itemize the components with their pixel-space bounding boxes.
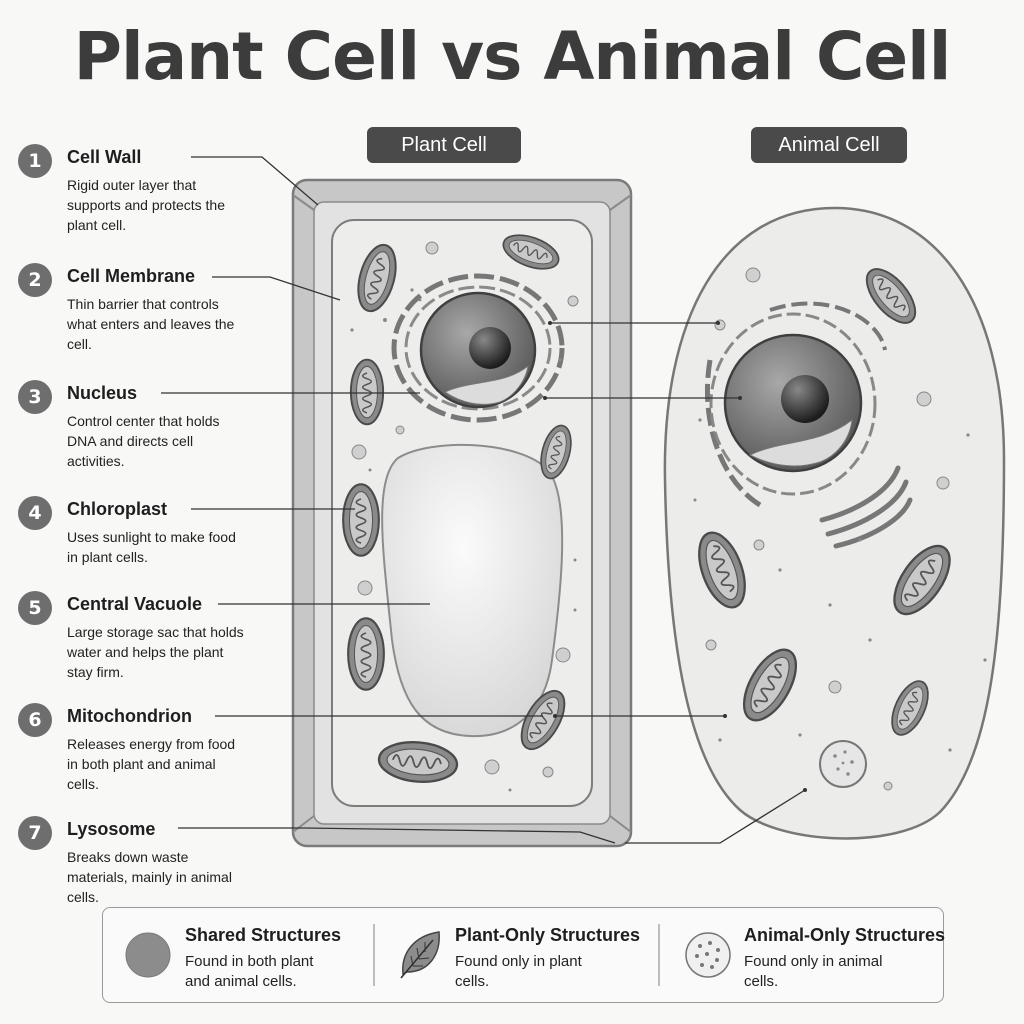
legend-shared: Shared Structures Found in both plant an… bbox=[103, 908, 373, 1004]
animal-nucleolus bbox=[781, 375, 829, 423]
central-vacuole bbox=[382, 445, 562, 736]
plant-cell bbox=[293, 180, 631, 846]
legend-title: Plant-Only Structures bbox=[455, 925, 640, 946]
leaf-icon bbox=[395, 926, 445, 982]
legend-animal-only: Animal-Only Structures Found only in ani… bbox=[673, 908, 943, 1004]
animal-cell bbox=[665, 208, 1004, 838]
plant-nucleolus bbox=[469, 327, 511, 369]
legend: Shared Structures Found in both plant an… bbox=[102, 907, 944, 1003]
legend-description: Found only in plant cells. bbox=[455, 952, 605, 992]
legend-description: Found only in animal cells. bbox=[744, 952, 894, 992]
legend-divider bbox=[373, 924, 375, 986]
legend-plant-only: Plant-Only Structures Found only in plan… bbox=[387, 908, 657, 1004]
plant-chloroplast-6 bbox=[348, 618, 384, 689]
plant-chloroplast-3 bbox=[351, 360, 383, 425]
dotted-circle-icon bbox=[683, 930, 733, 980]
legend-description: Found in both plant and animal cells. bbox=[185, 952, 335, 992]
legend-title: Animal-Only Structures bbox=[744, 925, 945, 946]
shared-circle-icon bbox=[123, 930, 173, 980]
legend-divider bbox=[658, 924, 660, 986]
legend-title: Shared Structures bbox=[185, 925, 341, 946]
plant-chloroplast-5 bbox=[343, 484, 379, 555]
